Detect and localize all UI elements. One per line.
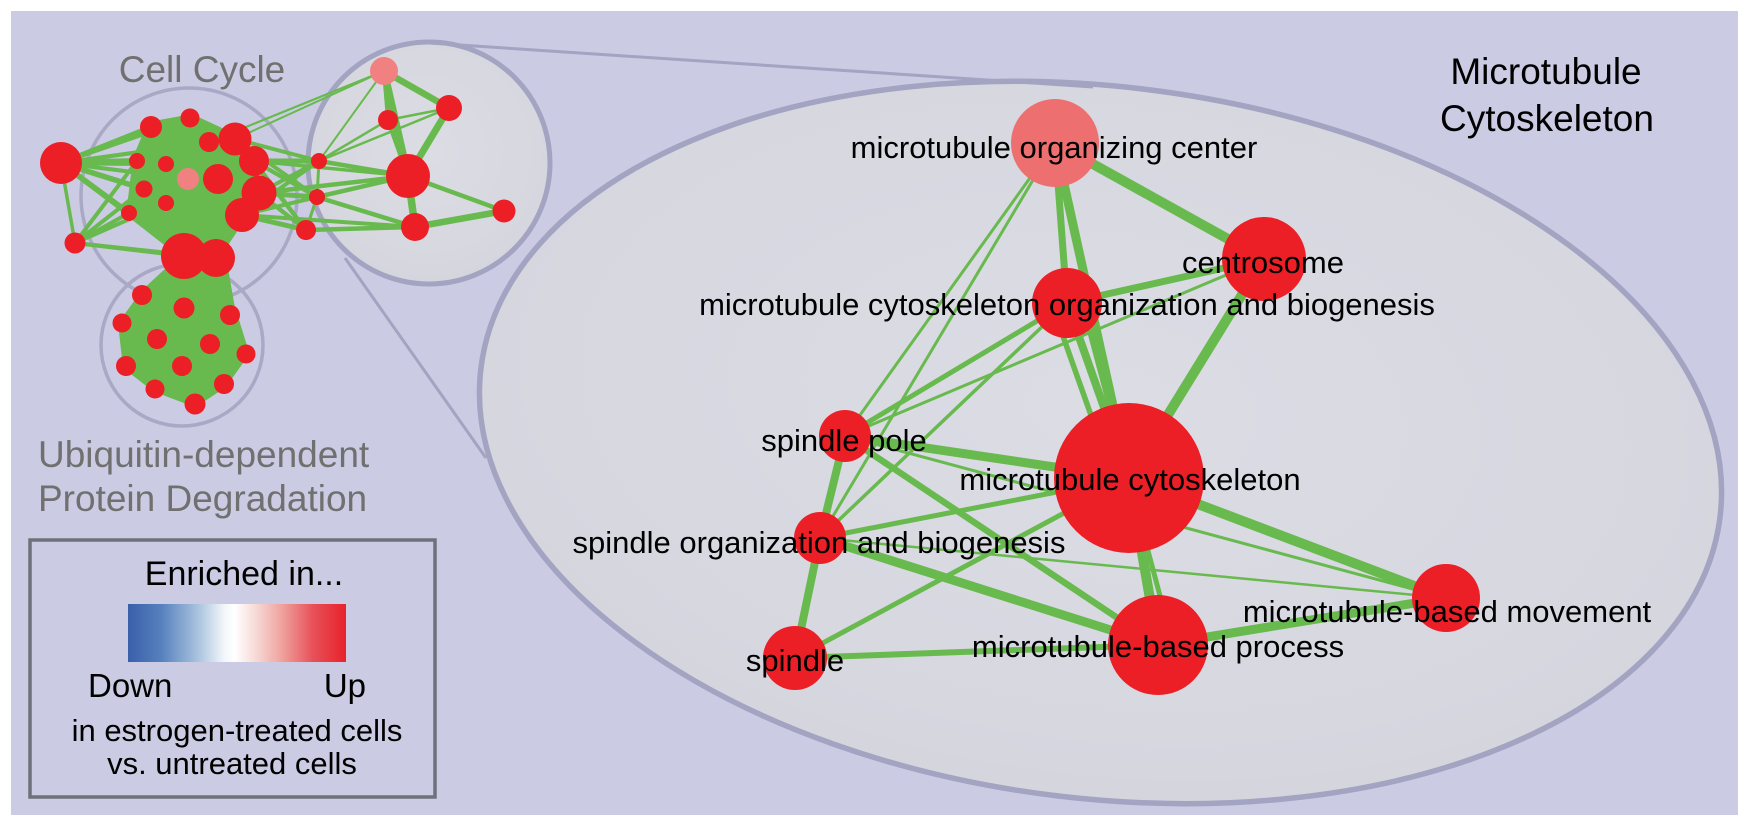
svg-text:microtubule-based process: microtubule-based process [972,629,1344,664]
svg-text:spindle organization and bioge: spindle organization and biogenesis [573,525,1066,560]
svg-text:spindle pole: spindle pole [761,423,926,458]
svg-text:microtubule cytoskeleton organ: microtubule cytoskeleton organization an… [699,287,1435,322]
svg-text:microtubule organizing center: microtubule organizing center [851,130,1258,165]
svg-text:microtubule cytoskeleton: microtubule cytoskeleton [959,462,1300,497]
svg-text:spindle: spindle [746,643,844,678]
svg-text:Down: Down [88,667,172,704]
svg-text:Up: Up [324,667,366,704]
svg-text:Cytoskeleton: Cytoskeleton [1440,98,1654,139]
svg-text:vs. untreated cells: vs. untreated cells [107,746,357,781]
svg-text:Cell Cycle: Cell Cycle [119,49,286,90]
svg-text:Enriched in...: Enriched in... [145,555,343,593]
svg-text:centrosome: centrosome [1182,245,1344,280]
svg-text:in estrogen-treated cells: in estrogen-treated cells [72,713,403,748]
svg-text:Microtubule: Microtubule [1450,51,1641,92]
svg-text:microtubule-based movement: microtubule-based movement [1243,594,1652,629]
svg-text:Ubiquitin-dependent: Ubiquitin-dependent [38,434,370,475]
svg-text:Protein Degradation: Protein Degradation [38,478,367,519]
